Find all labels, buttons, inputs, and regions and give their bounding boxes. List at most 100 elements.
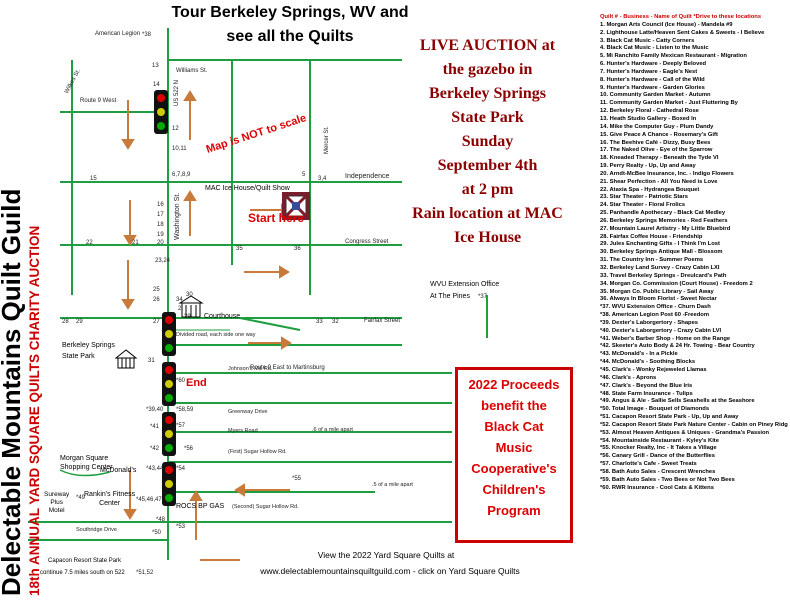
legend-item: *52. Cacapon Resort State Park Nature Ce… <box>600 421 788 428</box>
header-line2: see all the Quilts <box>226 28 354 45</box>
quilt-number: *39,40 <box>146 407 164 413</box>
quilt-number: *43,44 <box>146 466 164 472</box>
quilt-number: 26 <box>153 297 160 303</box>
quilt-number: 28 <box>62 319 69 325</box>
quilt-number: 35 <box>236 246 243 252</box>
greenway-label: Greenway Drive <box>228 409 267 415</box>
traffic-light-route9e <box>162 362 176 406</box>
quilt-number: 10,11 <box>172 146 187 152</box>
legend-item: *58. Bath Auto Sales - Crescent Wrenches <box>600 468 716 475</box>
legend-item: *39. Dexter's Laborgertory - Shapes <box>600 319 699 326</box>
legend-item: *37. WVU Extension Office - Churn Dash <box>600 304 711 311</box>
traffic-light-top <box>154 90 168 134</box>
quilt-number: 30 <box>186 292 193 298</box>
congress-label: Congress Street <box>345 239 389 245</box>
quilt-number: 34 <box>176 297 183 303</box>
quilt-number: *37 <box>478 294 488 300</box>
quilt-number: 25 <box>153 287 160 293</box>
legend-item: 9. Hunter's Hardware - Garden Glories <box>600 84 705 91</box>
quilt-number: *53 <box>176 524 186 530</box>
legend-item: 10. Community Garden Market - Autumn <box>600 92 711 99</box>
quilt-number: *42 <box>150 446 160 452</box>
mac-label: MAC Ice House/Quilt Show <box>205 185 291 192</box>
legend-item: *41. Weber's Barber Shop - Home on the R… <box>600 335 731 342</box>
legend-item: *55. Knocker Realty, Inc - It Takes a Vi… <box>600 445 717 452</box>
quilt-number: 23,24 <box>155 258 171 264</box>
legend-item: *56. Canary Grill - Dance of the Butterf… <box>600 453 716 460</box>
legend-item: 34. Morgan Co. Commission (Court House) … <box>600 280 753 287</box>
gazebo-icon <box>114 349 138 369</box>
mercer-street-label: Mercer St. <box>324 126 330 154</box>
proceeds-line: Children's <box>482 482 546 497</box>
legend-item: *49. Angus & Ale - Sallie Sells Seashell… <box>600 398 755 405</box>
legend-item: *47. Clark's - Beyond the Blue Iris <box>600 382 693 389</box>
legend-item: 30. Berkeley Springs Antique Mall - Blos… <box>600 249 723 256</box>
legend-header: Quilt # - Business - Name of Quilt *Driv… <box>600 14 762 20</box>
quilt-number: *54 <box>176 466 186 472</box>
auction-subtitle: 18th ANNUAL YARD SQUARE QUILTS CHARITY A… <box>27 225 42 596</box>
quilt-number: 32 <box>332 319 339 325</box>
quilt-number: 14 <box>153 82 160 88</box>
proceeds-line: benefit the <box>481 398 547 413</box>
quilt-number: 15 <box>90 176 97 182</box>
legend-item: 36. Always In Bloom Florist - Sweet Nect… <box>600 296 717 303</box>
american-legion-label: American Legion <box>95 31 140 37</box>
mile6-label: .6 of a mile apart <box>312 427 353 433</box>
traffic-light-fairfax <box>162 312 176 356</box>
sureway-label: Sureway Plus Motel <box>44 491 70 514</box>
footer-link[interactable]: www.delectablemountainsquiltguild.com - … <box>260 566 520 576</box>
quilt-number: 20 <box>157 240 164 246</box>
quilt-number: 33 <box>316 319 323 325</box>
quilt-number: 12 <box>172 126 179 132</box>
morgan-square-label: Morgan Square Shopping Center <box>60 455 113 471</box>
mcdonalds-label: McDonald's <box>100 467 137 474</box>
quilt-number: 17 <box>157 212 164 218</box>
quilt-number: *49 <box>76 495 86 501</box>
proceeds-line: Music <box>495 440 533 455</box>
traffic-light-mcdonalds <box>162 462 176 506</box>
route9e-label: Route 9 East to Martinsburg <box>250 365 325 371</box>
quilt-legend: Quilt # - Business - Name of Quilt *Driv… <box>600 14 788 492</box>
quilt-number: *56 <box>184 446 194 452</box>
quilt-number: *55 <box>292 476 302 482</box>
auction-line: at 2 pm <box>461 181 514 198</box>
quilt-number: 22 <box>86 240 93 246</box>
legend-item: 15. Give Peace A Chance - Rosemary's Gif… <box>600 131 718 138</box>
legend-item: *60. RWR Insurance - Cool Cats & Kittens <box>600 484 714 491</box>
map-labels: American Legion *38 13 14 12 10,11 Route… <box>40 31 499 576</box>
legend-item: 25. Panhandle Apothecary - Black Cat Med… <box>600 210 726 217</box>
legend-item: 22. Ataxia Spa - Hydrangea Bouquet <box>600 186 700 193</box>
quilt-number: *58,59 <box>176 407 194 413</box>
capacon-label: Capacon Resort State Park <box>48 558 122 564</box>
pines-label: At The Pines <box>430 293 470 300</box>
auction-info: LIVE AUCTION at the gazebo in Berkeley S… <box>400 34 575 250</box>
legend-item: 26. Berkeley Springs Memories - Red Feat… <box>600 217 728 224</box>
legend-item: *57. Charlotte's Cafe - Sweet Treats <box>600 461 697 468</box>
divided-road-label: Divided road, each side one way <box>176 332 256 338</box>
quilt-number: *41 <box>150 424 160 430</box>
proceeds-box: 2022 Proceeds benefit the Black Cat Musi… <box>455 367 573 543</box>
auction-line: September 4th <box>437 157 538 174</box>
quilt-number: *45,46,47 <box>136 497 162 503</box>
fairfax-label: Fairfax Street <box>364 318 400 324</box>
guild-title: Delectable Mountains Quilt Guild <box>0 188 26 596</box>
legend-item: 11. Community Garden Market - Just Flutt… <box>600 100 738 107</box>
legend-item: 1. Morgan Arts Council (Ice House) - Man… <box>600 21 733 28</box>
legend-item: *44. McDonald's - Soothing Blocks <box>600 359 696 366</box>
legend-item: *53. Almost Heaven Antiques & Uniques - … <box>600 429 770 436</box>
mile5-label: .5 of a mile apart <box>372 482 413 488</box>
quilt-number: 39 <box>184 314 191 320</box>
auction-line: Rain location at MAC <box>412 205 563 222</box>
capacon-continue-label: continue 7.5 miles south on 522 <box>40 570 125 576</box>
legend-item: 33. Travel Berkeley Springs - Dreulcard'… <box>600 272 727 279</box>
legend-item: 21. Shear Perfection - All You Need is L… <box>600 178 718 185</box>
legend-item: 12. Berkeley Floral - Cathedral Rose <box>600 108 699 115</box>
legend-item: 20. Arndt-McBee Insurance, Inc. - Indigo… <box>600 170 734 177</box>
auction-line: LIVE AUCTION at <box>419 37 556 54</box>
courthouse-icon <box>178 295 204 318</box>
quilt-number: 16 <box>157 202 164 208</box>
legend-item: *45. Clark's - Wonky Rejeweled Llamas <box>600 366 707 373</box>
state-park-label: Berkeley Springs State Park <box>62 342 115 360</box>
independence-label: Independence <box>345 173 389 180</box>
legend-item: 3. Black Cat Music - Catty Corners <box>600 37 695 44</box>
